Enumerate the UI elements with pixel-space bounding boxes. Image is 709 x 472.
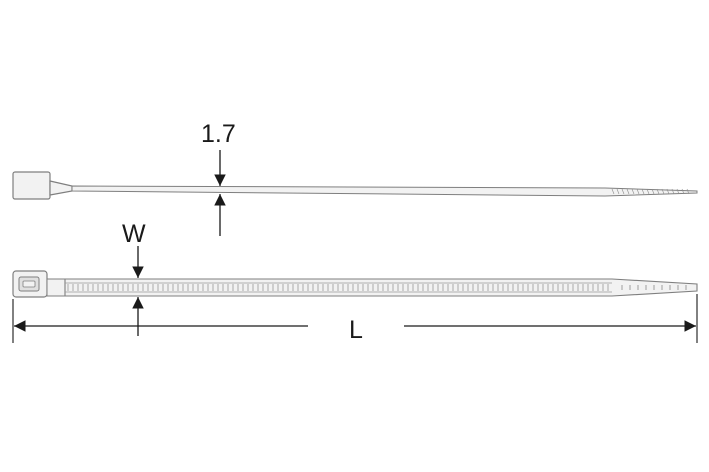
- side-serration: [636, 188, 640, 195]
- side-serration: [641, 188, 645, 195]
- side-serration: [666, 188, 670, 195]
- side-serration: [686, 188, 690, 195]
- side-serration: [676, 188, 680, 195]
- side-serration: [616, 188, 620, 195]
- length-dimension: L: [12, 294, 698, 344]
- side-view-serrations: [611, 188, 690, 195]
- top-view-teeth: [67, 284, 609, 291]
- top-view: [12, 270, 698, 298]
- side-serration: [651, 188, 655, 195]
- side-view-neck: [49, 180, 73, 196]
- side-serration: [646, 188, 650, 195]
- top-view-tail-ribs: [621, 285, 687, 290]
- top-view-neck: [46, 278, 66, 297]
- side-serration: [626, 188, 630, 195]
- length-label: L: [349, 316, 363, 344]
- side-view-strap: [71, 185, 698, 197]
- side-serration: [681, 188, 685, 195]
- side-serration: [611, 188, 615, 195]
- width-label: W: [122, 220, 146, 248]
- side-serration: [631, 188, 635, 195]
- top-view-latch-inner: [22, 280, 36, 288]
- thickness-label: 1.7: [201, 120, 236, 148]
- side-serration: [661, 188, 665, 195]
- top-view-strap: [64, 278, 698, 297]
- thickness-dimension: 1.7: [201, 120, 236, 236]
- side-view: [12, 171, 698, 200]
- side-serration: [671, 188, 675, 195]
- side-view-head: [12, 171, 51, 200]
- width-dimension: W: [122, 220, 146, 336]
- side-serration: [656, 188, 660, 195]
- side-serration: [621, 188, 625, 195]
